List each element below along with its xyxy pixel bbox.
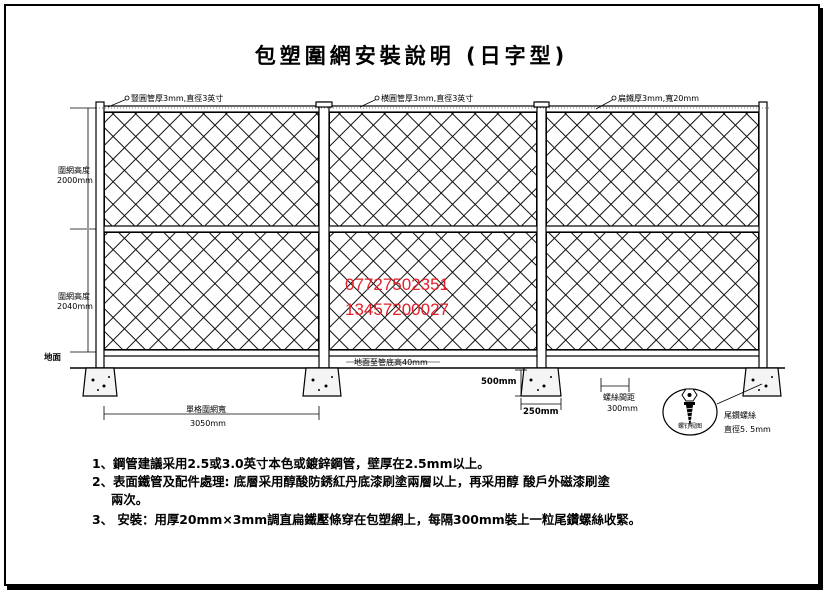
mesh-panel — [103, 231, 320, 351]
rail-spec-label: 横圓管厚3mm,直徑3英寸 — [381, 93, 473, 103]
bottom-rail — [99, 349, 767, 357]
mesh-height-1-title: 圍網高度 — [58, 165, 90, 175]
callout-dot — [374, 95, 380, 101]
post-spec-label: 豎圓管厚3mm,直徑3英寸 — [131, 93, 223, 103]
post — [318, 101, 330, 371]
mesh-panel — [545, 231, 760, 351]
footing — [82, 367, 118, 397]
flat-bar-spec-label: 扁鐵厚3mm,寬20mm — [618, 93, 699, 103]
footing-width-label: 250mm — [523, 407, 559, 417]
top-rail — [99, 105, 767, 113]
mesh-panels — [103, 111, 760, 351]
panel-width-value: 3050mm — [190, 419, 226, 428]
post-cap — [533, 101, 550, 108]
note-2: 2、表面鐵管及配件處理: 底層采用醇酸防銹紅丹底漆刷塗兩層以上，再采用醇 酸戶外… — [92, 474, 610, 489]
post-cap — [315, 101, 333, 108]
footing-dimensions — [515, 369, 562, 410]
mesh-panel — [103, 111, 320, 229]
page-title: 包塑圍網安裝說明 (日字型) — [254, 44, 569, 68]
screw-spacing-value: 300mm — [607, 404, 638, 413]
screw-spacing-dimension — [600, 378, 630, 392]
post — [536, 101, 547, 371]
tail-screw-title: 尾鑽螺絲 — [724, 410, 756, 420]
footing — [742, 367, 782, 397]
mesh-height-2-value: 2040mm — [57, 302, 93, 311]
callouts — [96, 98, 770, 110]
mesh-panel — [328, 111, 538, 229]
ground-gap-label: 地面至管底高40mm — [354, 357, 428, 367]
screw-spacing-title: 螺絲間距 — [603, 392, 635, 402]
phone-number-1: 07727502351 — [345, 275, 449, 294]
installation-notes: 1、鋼管建議采用2.5或3.0英寸本色或鍍鋅鋼管，壁厚在2.5mm以上。 2、表… — [92, 455, 772, 529]
footing — [302, 367, 342, 397]
mesh-panel — [545, 111, 760, 229]
screw-detail — [662, 383, 763, 436]
footing-depth-label: 500mm — [481, 377, 517, 387]
panel-width-title: 單格圍網寬 — [186, 404, 226, 414]
footing — [520, 367, 562, 397]
phone-number-2: 13457200027 — [345, 300, 449, 319]
mesh-height-1-value: 2000mm — [57, 176, 93, 185]
middle-rail — [99, 225, 767, 233]
note-1: 1、鋼管建議采用2.5或3.0英寸本色或鍍鋅鋼管，壁厚在2.5mm以上。 — [92, 456, 490, 471]
height-dimensions — [70, 107, 96, 353]
note-3: 3、 安裝：用厚20mm×3mm調直扁鐵壓條穿在包塑網上，每隔300mm裝上一粒… — [92, 512, 642, 527]
tail-screw-value: 直徑5. 5mm — [724, 424, 771, 434]
callout-dot — [611, 95, 617, 101]
callout-dot — [124, 95, 130, 101]
ground-label: 地面 — [44, 352, 62, 363]
screw-detail-caption: 螺钉视图 — [678, 422, 702, 430]
footings — [82, 367, 782, 397]
panel-width-dimension — [103, 406, 320, 420]
post — [758, 101, 768, 371]
note-2-continued: 兩次。 — [111, 492, 149, 507]
mesh-height-2-title: 圍網高度 — [58, 291, 90, 301]
post — [95, 101, 105, 371]
